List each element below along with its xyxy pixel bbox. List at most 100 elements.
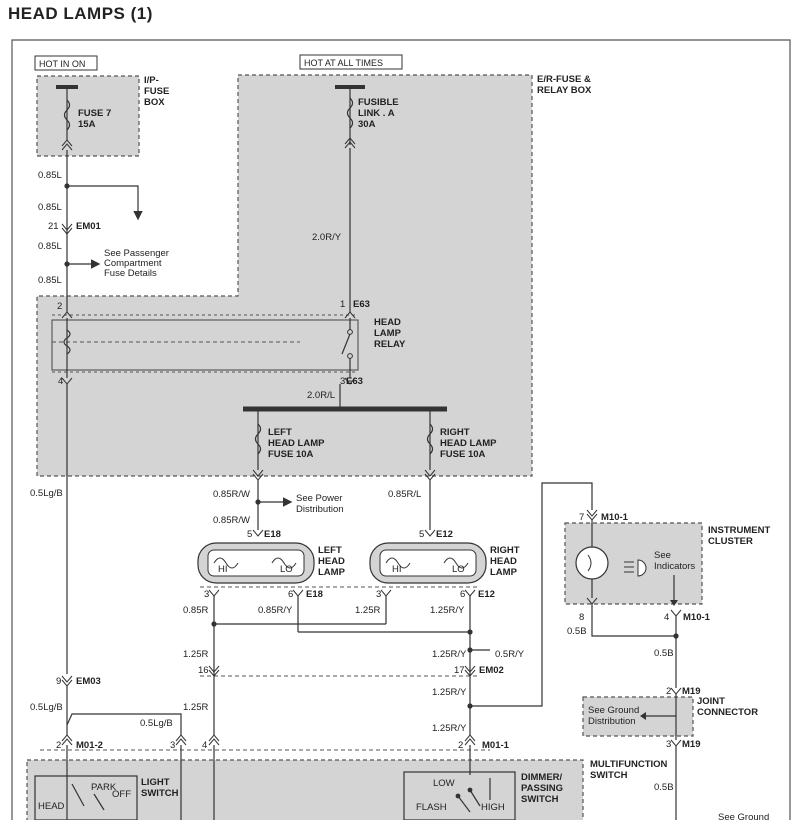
connector-em02: EM02 (479, 665, 504, 676)
page-title: HEAD LAMPS (1) (8, 4, 153, 23)
dimmer-passing-switch (403, 771, 516, 820)
er-box-label-2: RELAY BOX (537, 85, 592, 96)
high-beam-indicator-icon (637, 559, 647, 577)
wire-05b-3: 0.5B (654, 782, 674, 793)
left-fuse-label-1: LEFT (268, 427, 292, 438)
wire-05lgb-2: 0.5Lg/B (30, 702, 63, 713)
wire-05b-1: 0.5B (567, 626, 587, 637)
pin-16: 16 (198, 665, 209, 676)
connector-e63-top: E63 (353, 299, 370, 310)
wire-085rl: 0.85R/L (388, 489, 421, 500)
pin-5-e18: 5 (247, 529, 252, 540)
pin-6-left-lamp: 6 (288, 589, 293, 600)
wire-05ry: 0.5R/Y (495, 649, 525, 660)
cluster-label-1: INSTRUMENT (708, 525, 770, 536)
connector-m10-1-top: M10-1 (601, 512, 629, 523)
wire-085r: 0.85R (183, 605, 208, 616)
ip-fuse-box (36, 75, 140, 157)
head-lamp-relay-body (51, 319, 359, 371)
pin-3-relay: 3 (340, 376, 345, 387)
switch-low: LOW (433, 778, 455, 789)
pin-2-m01-1: 2 (458, 740, 463, 751)
relay-label-2: LAMP (374, 328, 402, 339)
pin-3-m01-2: 3 (170, 740, 175, 751)
joint-connector-label-1: JOINT (697, 696, 725, 707)
relay-label-1: HEAD (374, 317, 401, 328)
wire-085l-1: 0.85L (38, 170, 62, 181)
note-indicators-1: See (654, 550, 671, 561)
connector-e18-top: E18 (264, 529, 281, 540)
switch-head: HEAD (38, 801, 65, 812)
dimmer-label-3: SWITCH (521, 794, 559, 805)
note-power-2: Distribution (296, 504, 344, 515)
left-lamp-label-2: HEAD (318, 556, 345, 567)
pin-21: 21 (48, 221, 59, 232)
connector-em01: EM01 (76, 221, 102, 232)
pin-3-left-lamp: 3 (204, 589, 209, 600)
wire-085l-3: 0.85L (38, 241, 62, 252)
wire-125ry-3: 1.25R/Y (432, 687, 467, 698)
note-passenger-2: Compartment (104, 258, 162, 269)
cluster-label-2: CLUSTER (708, 536, 753, 547)
pin-9: 9 (56, 676, 61, 687)
ip-fuse-box-label-3: BOX (144, 97, 165, 108)
note-passenger-1: See Passenger (104, 248, 169, 259)
note-ground-2: Distribution (588, 716, 636, 727)
diagram-frame (11, 39, 791, 820)
note-ground-1: See Ground (588, 705, 639, 716)
right-fuse-label-2: HEAD LAMP (440, 438, 497, 449)
connector-e12-bottom: E12 (478, 589, 495, 600)
pin-17: 17 (454, 665, 465, 676)
wire-085rw-2: 0.85R/W (213, 515, 250, 526)
joint-connector-label-2: CONNECTOR (697, 707, 758, 718)
er-box-label-1: E/R-FUSE & (537, 74, 591, 85)
right-lamp-label-2: HEAD (490, 556, 517, 567)
tag-hot-at-all-times: HOT AT ALL TIMES (304, 58, 383, 68)
wire-05lgb-1: 0.5Lg/B (30, 488, 63, 499)
connector-m19-top: M19 (682, 686, 700, 697)
light-switch (34, 775, 138, 820)
right-fuse-label-3: FUSE 10A (440, 449, 486, 460)
left-lamp-label-3: LAMP (318, 567, 346, 578)
connector-m19-bottom: M19 (682, 739, 700, 750)
tag-hot-in-on: HOT IN ON (39, 59, 85, 69)
wire-125r-3: 1.25R (183, 702, 208, 713)
relay-label-3: RELAY (374, 339, 406, 350)
right-lamp-label-1: RIGHT (490, 545, 520, 556)
right-fuse-label-1: RIGHT (440, 427, 470, 438)
indicator-bulb-icon (575, 546, 609, 580)
right-lamp-label-3: LAMP (490, 567, 518, 578)
pin-1-relay: 1 (340, 299, 345, 310)
note-bottom-ground: See Ground (718, 812, 769, 820)
fusible-link-label-2: LINK . A (358, 108, 395, 119)
fuse7-label-2: 15A (78, 119, 96, 130)
pin-2-relay: 2 (57, 301, 62, 312)
note-passenger-3: Fuse Details (104, 268, 157, 279)
pin-3-m19: 3 (666, 739, 671, 750)
switch-high: HIGH (481, 802, 505, 813)
multifunction-label-2: SWITCH (590, 770, 628, 781)
multifunction-label-1: MULTIFUNCTION (590, 759, 668, 770)
connector-m10-1-bottom: M10-1 (683, 612, 711, 623)
left-lamp-hi: HI (218, 564, 228, 575)
wire-085ry: 0.85R/Y (258, 605, 293, 616)
pin-4-relay: 4 (58, 376, 63, 387)
pin-4-m01-1: 4 (202, 740, 207, 751)
wire-125ry-1: 1.25R/Y (430, 605, 465, 616)
wire-05lgb-3: 0.5Lg/B (140, 718, 173, 729)
light-switch-label-2: SWITCH (141, 788, 179, 799)
connector-m01-2: M01-2 (76, 740, 103, 751)
connector-e63-bottom: E63 (346, 376, 363, 387)
dimmer-label-1: DIMMER/ (521, 772, 563, 783)
ip-fuse-box-label-1: I/P- (144, 75, 159, 86)
connector-e18-bottom: E18 (306, 589, 323, 600)
wire-085l-2: 0.85L (38, 202, 62, 213)
pin-2-m01-2: 2 (56, 740, 61, 751)
pin-4-m10-1: 4 (664, 612, 669, 623)
er-fuse-relay-box (36, 74, 533, 477)
wire-085rw-1: 0.85R/W (213, 489, 250, 500)
pin-6-right-lamp: 6 (460, 589, 465, 600)
wire-05b-2: 0.5B (654, 648, 674, 659)
pin-5-e12: 5 (419, 529, 424, 540)
wire-125r-2: 1.25R (183, 649, 208, 660)
